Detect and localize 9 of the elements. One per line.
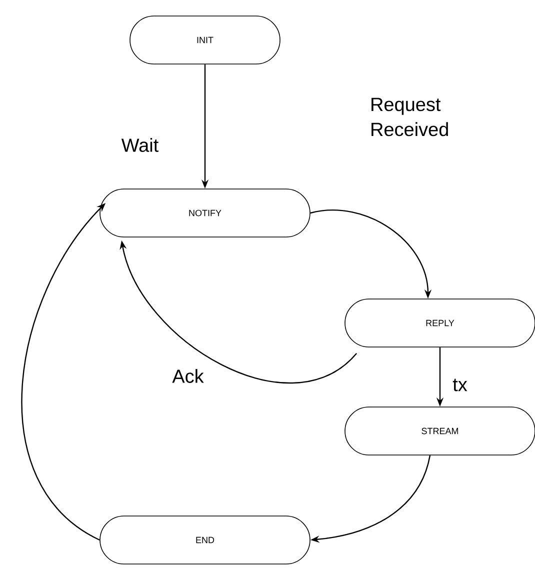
edge-label: Wait bbox=[121, 138, 158, 152]
state-box: REPLY bbox=[344, 298, 535, 348]
edge-label: Ack bbox=[172, 369, 204, 383]
edge-label: Request Received bbox=[372, 98, 448, 136]
state-box: NOTIFY bbox=[100, 188, 310, 238]
edge-label: tx bbox=[452, 378, 468, 392]
state-box: STREAM bbox=[344, 406, 535, 456]
state-box: INIT bbox=[130, 16, 280, 64]
state-box: END bbox=[100, 516, 310, 564]
